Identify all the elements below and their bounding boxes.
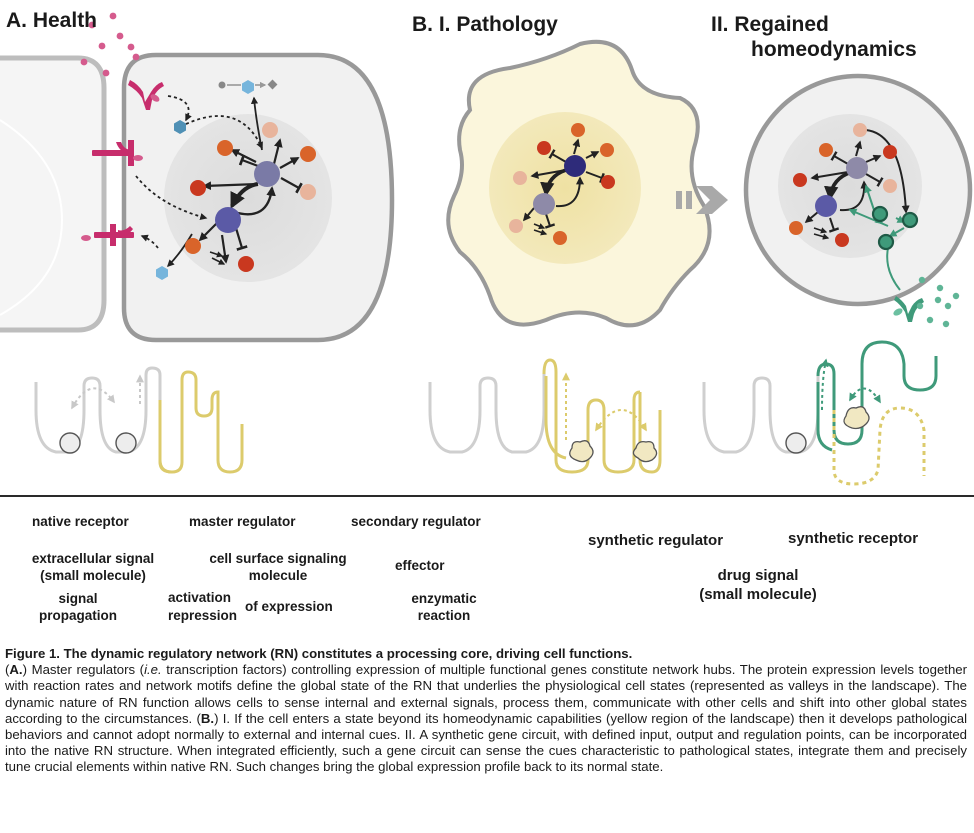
panel-c-title-line2: homeodynamics xyxy=(751,38,917,61)
master-regulator-a1 xyxy=(254,161,280,187)
landscape-c xyxy=(702,340,938,454)
network-a-ticks xyxy=(209,251,226,265)
landscape-b-blob-1 xyxy=(569,440,594,463)
cell-surface-molecule-low xyxy=(81,224,134,246)
legend-master-regulator-label: master regulator xyxy=(189,514,296,529)
legend-cell-surface-label: cell surface signaling molecule xyxy=(198,550,358,584)
caption-a-ie: i.e. xyxy=(144,662,162,678)
caption-b-text: I. If the cell enters a state beyond its… xyxy=(5,710,967,775)
caption-a-label: A. xyxy=(9,662,23,678)
signal-propagation-arrows xyxy=(135,95,263,249)
legend-synthetic-regulator-label: synthetic regulator xyxy=(588,532,724,549)
caption-title: Figure 1. The dynamic regulatory network… xyxy=(5,646,633,661)
network-b-nodes xyxy=(509,123,615,245)
effector-hex-1 xyxy=(174,120,186,134)
native-receptor-top xyxy=(128,80,164,110)
master-regulator-b2 xyxy=(533,193,555,215)
legend-enzymatic-label: enzymatic reaction xyxy=(404,590,484,624)
legend-drug-signal-line1: drug signal xyxy=(717,567,799,584)
network-c-nodes xyxy=(789,123,897,247)
legend-cell-surface-line2: molecule xyxy=(248,568,308,583)
legend-secondary-regulator-label: secondary regulator xyxy=(351,514,481,529)
network-b-edges xyxy=(522,138,605,229)
landscape-c-blob xyxy=(843,406,870,430)
synthetic-regulator-nodes xyxy=(871,205,919,251)
synthetic-receptor-c xyxy=(893,296,924,322)
master-regulator-a2 xyxy=(215,207,241,233)
landscape-b xyxy=(428,358,662,474)
master-regulator-c1 xyxy=(846,157,868,179)
legend-extracellular-signal-label: extracellular signal (small molecule) xyxy=(28,550,158,584)
legend-signal-label: signal propagation xyxy=(28,590,128,624)
drug-signal-dots xyxy=(916,276,960,328)
master-regulator-b1 xyxy=(564,155,586,177)
legend-signal-line1: signal xyxy=(58,591,98,606)
panel-b-title: B. I. Pathology xyxy=(412,13,558,36)
landscape-a-ball-1 xyxy=(59,432,81,454)
caption-a-pre: Master regulators ( xyxy=(31,662,145,678)
master-regulator-c2 xyxy=(815,195,837,217)
legend-divider xyxy=(0,495,974,497)
legend-native-receptor-label: native receptor xyxy=(32,514,129,529)
caption-a-text: transcription factors) controlling expre… xyxy=(5,662,967,726)
extracellular-signal-dots xyxy=(80,12,140,77)
landscape-b-blob-2 xyxy=(632,440,658,463)
landscape-c-ball xyxy=(785,432,807,454)
legend-of-expression-label: of expression xyxy=(245,599,333,614)
legend-effector-label: effector xyxy=(395,558,445,573)
legend-cell-surface-line1: cell surface signaling xyxy=(209,551,347,566)
effector-hex-2 xyxy=(242,80,254,94)
legend-repression-label: repression xyxy=(168,608,238,623)
network-a-nodes xyxy=(185,122,316,272)
legend-drug-signal-line2: (small molecule) xyxy=(699,586,817,603)
legend-signal-line2: propagation xyxy=(39,608,117,623)
legend-drug-signal-label: drug signal (small molecule) xyxy=(668,566,848,604)
legend-extracellular-signal-line2: (small molecule) xyxy=(40,568,146,583)
legend-activation-label: activation xyxy=(168,590,232,605)
panel-c-title-line1: II. Regained xyxy=(711,13,829,36)
network-a-edges xyxy=(198,138,303,264)
caption-b-label: B. xyxy=(200,710,215,726)
panel-a-title: A. Health xyxy=(6,9,98,32)
transition-arrow xyxy=(676,186,728,214)
effector-hex-3 xyxy=(156,266,168,280)
legend-enzymatic-line2: reaction xyxy=(417,608,471,623)
legend-enzymatic-line1: enzymatic xyxy=(411,591,477,606)
figure-caption: Figure 1. The dynamic regulatory network… xyxy=(5,646,967,776)
legend-synthetic-receptor-label: synthetic receptor xyxy=(788,530,919,547)
neighbour-cell xyxy=(0,55,107,333)
synthetic-network-edges xyxy=(848,184,906,291)
caption-a-body: (A.) Master regulators (i.e. transcripti… xyxy=(5,662,967,775)
cell-surface-molecule-mid xyxy=(92,140,143,166)
diagram-artwork xyxy=(0,12,973,486)
legend-extracellular-signal-line1: extracellular signal xyxy=(31,551,155,566)
landscape-a-ball-2 xyxy=(115,432,137,454)
